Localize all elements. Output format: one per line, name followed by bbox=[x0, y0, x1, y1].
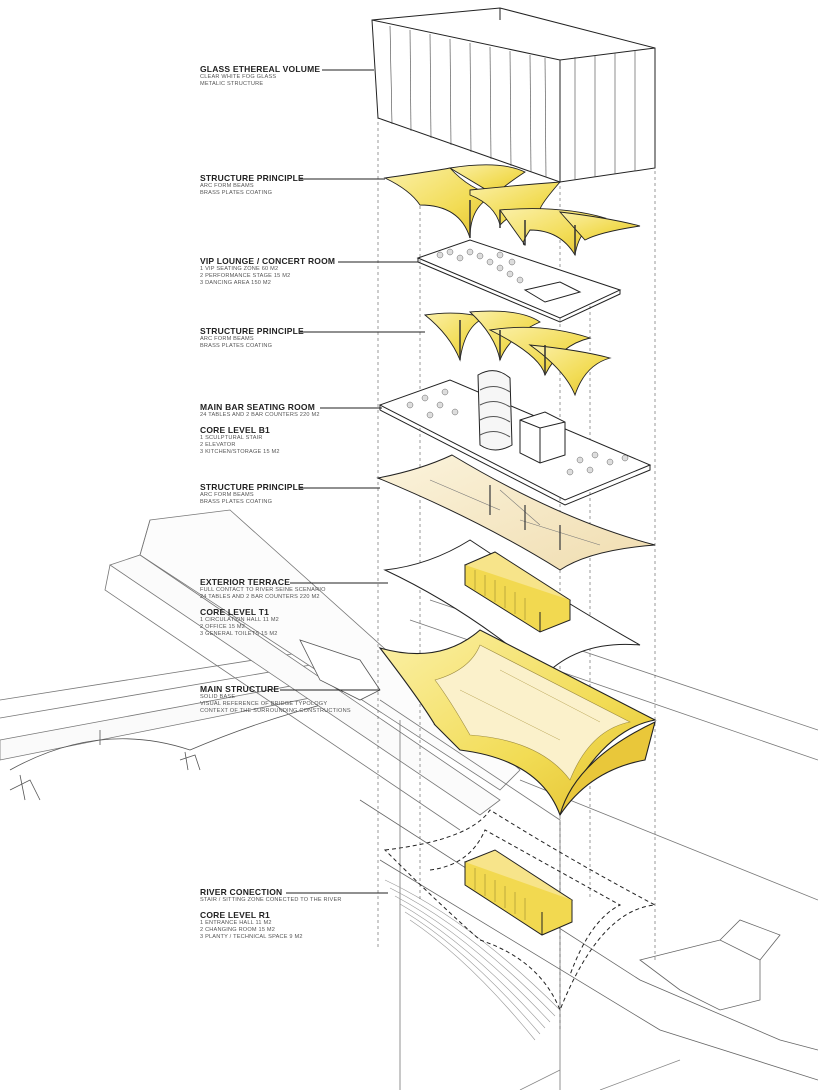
core-block bbox=[519, 411, 566, 464]
label-line: 1 SCULPTURAL STAIR bbox=[200, 435, 263, 441]
label-line: 1 VIP SEATING ZONE 60 M2 bbox=[200, 266, 279, 272]
label-line: 3 GENERAL TOILETS 15 M2 bbox=[200, 631, 278, 637]
label-title: MAIN BAR SEATING ROOM bbox=[200, 402, 316, 412]
bridge-arch bbox=[9, 699, 341, 771]
label-line: 2 CHANGING ROOM 15 M2 bbox=[200, 927, 276, 933]
label-line: 24 TABLES AND 2 BAR COUNTERS 220 M2 bbox=[200, 594, 320, 600]
label-title: STRUCTURE PRINCIPLE bbox=[200, 482, 304, 492]
label-line: 2 PERFORMANCE STAGE 15 M2 bbox=[200, 273, 291, 279]
label-line: CLEAR WHITE FOG GLASS bbox=[200, 74, 277, 80]
river-connection bbox=[383, 809, 657, 1012]
label-line: ARC FORM BEAMS bbox=[200, 492, 254, 498]
label-exterior-terrace: EXTERIOR TERRACE FULL CONTACT TO RIVER S… bbox=[200, 577, 380, 638]
label-title: CORE LEVEL R1 bbox=[200, 910, 270, 920]
label-line: BRASS PLATES COATING bbox=[200, 343, 273, 349]
label-line: ARC FORM BEAMS bbox=[200, 336, 254, 342]
label-line: ARC FORM BEAMS bbox=[200, 183, 254, 189]
label-structure-principle-3: STRUCTURE PRINCIPLE ARC FORM BEAMS BRASS… bbox=[200, 482, 380, 506]
label-structure-principle-1: STRUCTURE PRINCIPLE ARC FORM BEAMS BRASS… bbox=[200, 173, 380, 197]
label-line: METALIC STRUCTURE bbox=[200, 81, 264, 87]
sculptural-stair bbox=[477, 370, 513, 451]
label-line: 3 DANCING AREA 150 M2 bbox=[200, 280, 272, 286]
label-line: BRASS PLATES COATING bbox=[200, 190, 273, 196]
river-bank bbox=[359, 799, 818, 1051]
exterior-terrace-slab bbox=[383, 539, 641, 676]
leader-lines bbox=[280, 69, 425, 894]
glass-volume bbox=[371, 7, 656, 183]
label-line: BRASS PLATES COATING bbox=[200, 499, 273, 505]
site-context bbox=[0, 509, 818, 1090]
label-line: CONTEXT OF THE SURROUNDING CONSTRUCTIONS bbox=[200, 708, 351, 714]
label-title: EXTERIOR TERRACE bbox=[200, 577, 291, 587]
label-line: 1 CIRCULATION HALL 11 M2 bbox=[200, 617, 279, 623]
label-main-structure: MAIN STRUCTURE SOLID BASE VISUAL REFEREN… bbox=[200, 684, 380, 715]
label-title: CORE LEVEL B1 bbox=[200, 425, 270, 435]
label-structure-principle-2: STRUCTURE PRINCIPLE ARC FORM BEAMS BRASS… bbox=[200, 326, 380, 350]
label-title: RIVER CONECTION bbox=[200, 887, 283, 897]
label-line: 24 TABLES AND 2 BAR COUNTERS 220 M2 bbox=[200, 412, 320, 418]
label-line: 3 PLANTY / TECHNICAL SPACE 9 M2 bbox=[200, 934, 303, 940]
label-line: 3 KITCHEN/STORAGE 15 M2 bbox=[200, 449, 280, 455]
core-level-r1 bbox=[463, 849, 574, 936]
label-title: GLASS ETHEREAL VOLUME bbox=[200, 64, 321, 74]
label-title: STRUCTURE PRINCIPLE bbox=[200, 173, 304, 183]
label-vip-lounge: VIP LOUNGE / CONCERT ROOM 1 VIP SEATING … bbox=[200, 256, 380, 287]
label-title: VIP LOUNGE / CONCERT ROOM bbox=[200, 256, 336, 266]
label-glass-volume: GLASS ETHEREAL VOLUME CLEAR WHITE FOG GL… bbox=[200, 64, 380, 88]
label-main-bar: MAIN BAR SEATING ROOM 24 TABLES AND 2 BA… bbox=[200, 402, 380, 456]
label-title: STRUCTURE PRINCIPLE bbox=[200, 326, 304, 336]
label-title: CORE LEVEL T1 bbox=[200, 607, 270, 617]
label-river-connection: RIVER CONECTION STAIR / SITTING ZONE CON… bbox=[200, 887, 380, 941]
alignment-lines bbox=[377, 110, 656, 1030]
label-line: 2 OFFICE 15 M2 bbox=[200, 624, 246, 630]
main-bar-slab bbox=[378, 370, 652, 506]
main-structure bbox=[378, 629, 657, 817]
label-line: FULL CONTACT TO RIVER SEINE SCENARIO bbox=[200, 587, 326, 593]
structure-principle-3 bbox=[376, 454, 656, 571]
label-line: 1 ENTRANCE HALL 11 M2 bbox=[200, 920, 272, 926]
label-title: MAIN STRUCTURE bbox=[200, 684, 280, 694]
structure-principle-2 bbox=[423, 310, 612, 397]
label-line: SOLID BASE bbox=[200, 694, 236, 700]
structure-principle-1 bbox=[383, 164, 641, 257]
label-line: STAIR / SITTING ZONE CONECTED TO THE RIV… bbox=[200, 897, 342, 903]
label-line: VISUAL REFERENCE OF BRIDGE TYPOLOGY bbox=[200, 701, 328, 707]
vip-lounge-slab bbox=[416, 239, 622, 323]
label-line: 2 ELEVATOR bbox=[200, 442, 236, 448]
